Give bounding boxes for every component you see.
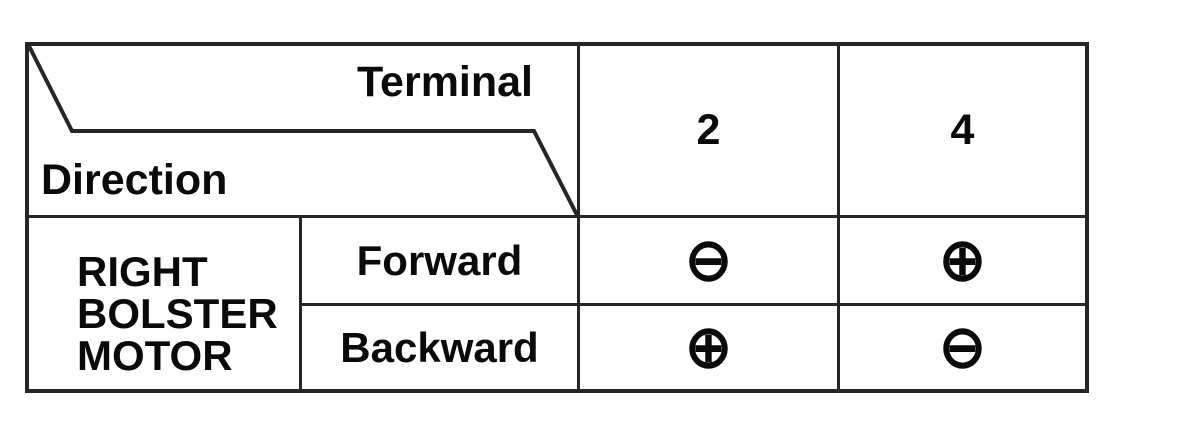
polarity-cell-forward-terminal-2: ⊖ xyxy=(577,218,837,306)
direction-label-forward: Forward xyxy=(302,218,577,306)
column-header-terminal-4: 4 xyxy=(837,46,1085,218)
row-group-label-line: MOTOR xyxy=(77,331,233,379)
circle-minus-icon: ⊖ xyxy=(684,225,733,295)
terminal-direction-table: Terminal Direction 2 4 RIGHT BOLSTER MOT… xyxy=(25,42,1089,393)
circle-plus-icon: ⊕ xyxy=(938,225,987,295)
polarity-cell-forward-terminal-4: ⊕ xyxy=(837,218,1085,306)
row-group-label-line: BOLSTER xyxy=(77,289,278,337)
diagonal-divider xyxy=(29,46,577,215)
corner-header-cell: Terminal Direction xyxy=(29,46,577,218)
direction-axis-label: Direction xyxy=(41,155,228,204)
terminal-axis-label: Terminal xyxy=(356,58,533,106)
circle-minus-icon: ⊖ xyxy=(938,312,987,382)
polarity-cell-backward-terminal-4: ⊖ xyxy=(837,306,1085,389)
row-group-label-text: RIGHT BOLSTER MOTOR xyxy=(29,247,278,379)
circle-plus-icon: ⊕ xyxy=(684,312,733,382)
row-group-label-line: RIGHT xyxy=(77,247,208,295)
row-group-label-right-bolster-motor: RIGHT BOLSTER MOTOR xyxy=(29,218,302,389)
column-header-terminal-2: 2 xyxy=(577,46,837,218)
direction-label-backward: Backward xyxy=(340,323,539,371)
polarity-cell-backward-terminal-2: ⊕ xyxy=(577,306,837,389)
